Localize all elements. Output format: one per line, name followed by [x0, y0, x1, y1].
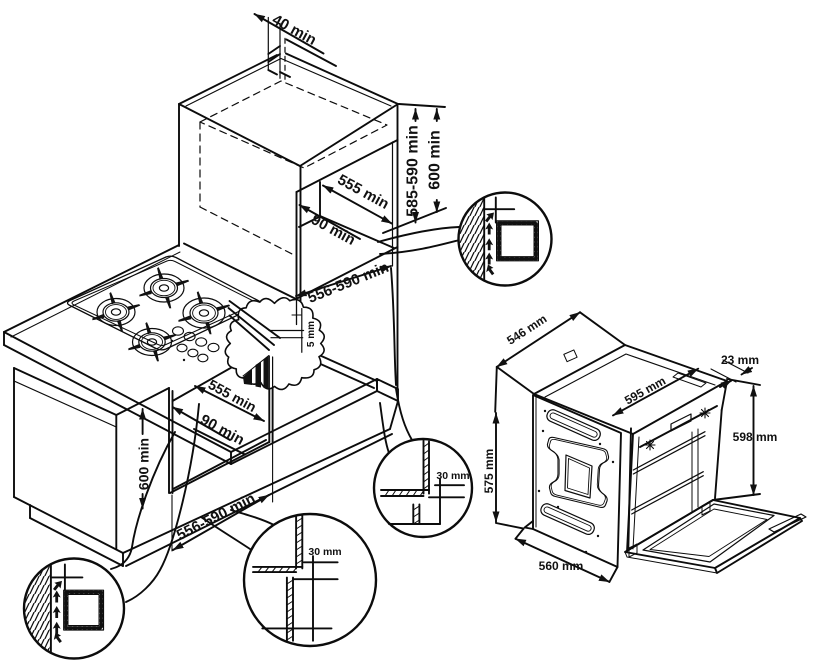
- svg-text:560 mm: 560 mm: [539, 559, 584, 573]
- svg-text:575 mm: 575 mm: [482, 449, 496, 494]
- svg-text:30 mm: 30 mm: [436, 470, 469, 482]
- svg-text:546 mm: 546 mm: [504, 312, 549, 348]
- svg-text:595 mm: 595 mm: [622, 374, 668, 408]
- svg-text:598 mm: 598 mm: [733, 430, 778, 444]
- svg-text:30 mm: 30 mm: [308, 546, 341, 558]
- svg-text:556-590 min: 556-590 min: [305, 259, 391, 307]
- svg-text:600 min: 600 min: [136, 438, 152, 490]
- svg-text:556-590 min: 556-590 min: [174, 490, 258, 544]
- svg-text:600 min: 600 min: [427, 130, 444, 190]
- svg-text:23 mm: 23 mm: [721, 353, 759, 367]
- svg-text:585-590 min: 585-590 min: [405, 125, 422, 217]
- svg-text:90 min: 90 min: [308, 211, 358, 249]
- svg-text:5 mm: 5 mm: [306, 321, 317, 347]
